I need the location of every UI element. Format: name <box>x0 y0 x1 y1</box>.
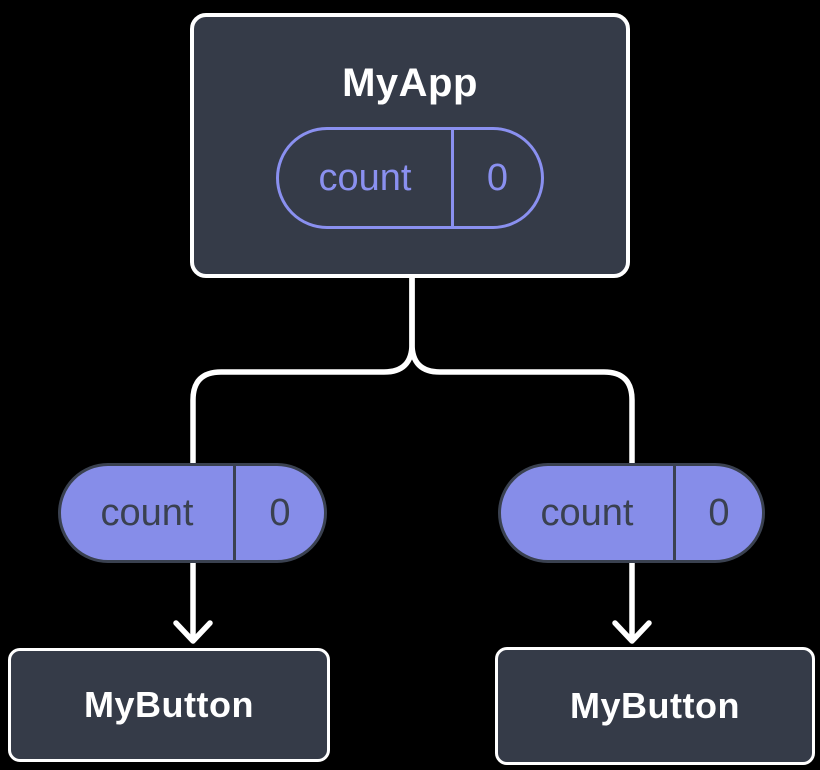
state-value: 0 <box>486 156 509 199</box>
prop-name: count <box>61 466 236 560</box>
prop-value: 0 <box>269 491 291 534</box>
component-title: MyApp <box>342 61 478 105</box>
component-title: MyButton <box>570 685 740 726</box>
component-node-myapp: MyApp count 0 <box>190 13 630 278</box>
component-title: MyButton <box>84 684 254 725</box>
state-pill: count 0 <box>276 127 544 229</box>
connector-right-branch <box>409 275 635 641</box>
prop-pill-left: count 0 <box>58 463 327 563</box>
arrowhead-left-icon <box>173 620 213 644</box>
state-name: count <box>279 130 454 226</box>
component-node-mybutton-left: MyButton <box>8 648 330 762</box>
connector-left-branch <box>190 275 415 641</box>
prop-value: 0 <box>708 491 730 534</box>
prop-name: count <box>501 466 676 560</box>
arrowhead-right-icon <box>612 620 652 644</box>
prop-pill-right: count 0 <box>498 463 765 563</box>
component-node-mybutton-right: MyButton <box>495 647 815 765</box>
